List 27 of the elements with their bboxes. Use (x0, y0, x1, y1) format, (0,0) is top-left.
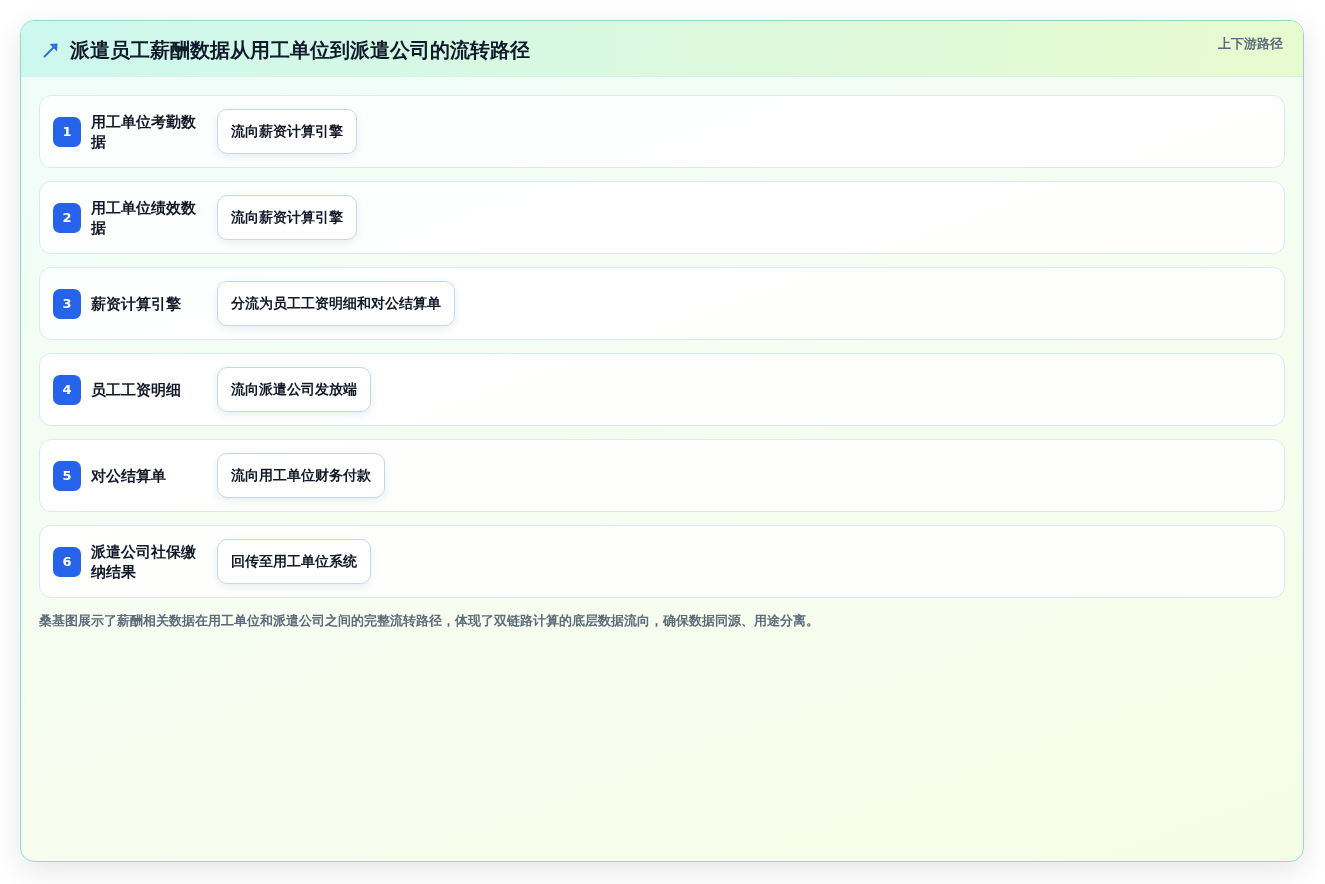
flow-tag: 流向用工单位财务付款 (217, 453, 385, 498)
list-row (39, 95, 1285, 168)
flow-tag: 分流为员工工资明细和对公结算单 (217, 281, 455, 326)
step-number: 2 (53, 202, 81, 233)
flow-tag: 回传至用工单位系统 (217, 539, 371, 584)
item-name: 对公结算单 (91, 465, 167, 486)
list-row (39, 181, 1285, 254)
section-label: 上下游路径 (1218, 35, 1283, 53)
list-row (39, 353, 1285, 426)
flow-tag: 流向薪资计算引擎 (217, 109, 357, 154)
step-number: 1 (53, 116, 81, 147)
flow-tag: 流向薪资计算引擎 (217, 195, 357, 240)
flow-tag: 流向派遣公司发放端 (217, 367, 371, 412)
list-row (39, 439, 1285, 512)
item-name: 薪资计算引擎 (91, 293, 182, 314)
step-number: 3 (53, 288, 81, 319)
caption: 桑基图展示了薪酬相关数据在用工单位和派遣公司之间的完整流转路径，体现了双链路计算的底层数据流向，确保数据同源、用途分离。 (39, 612, 819, 630)
step-number: 4 (53, 374, 81, 405)
list-row (39, 525, 1285, 598)
list-row (39, 267, 1285, 340)
item-name: 派遣公司社保缴纳结果 (91, 541, 197, 582)
step-number: 5 (53, 460, 81, 491)
item-name: 员工工资明细 (91, 379, 182, 400)
item-name: 用工单位绩效数据 (91, 197, 197, 238)
item-name: 用工单位考勤数据 (91, 111, 197, 152)
step-number: 6 (53, 546, 81, 577)
diagram-title: 派遣员工薪酬数据从用工单位到派遣公司的流转路径 (70, 37, 530, 64)
